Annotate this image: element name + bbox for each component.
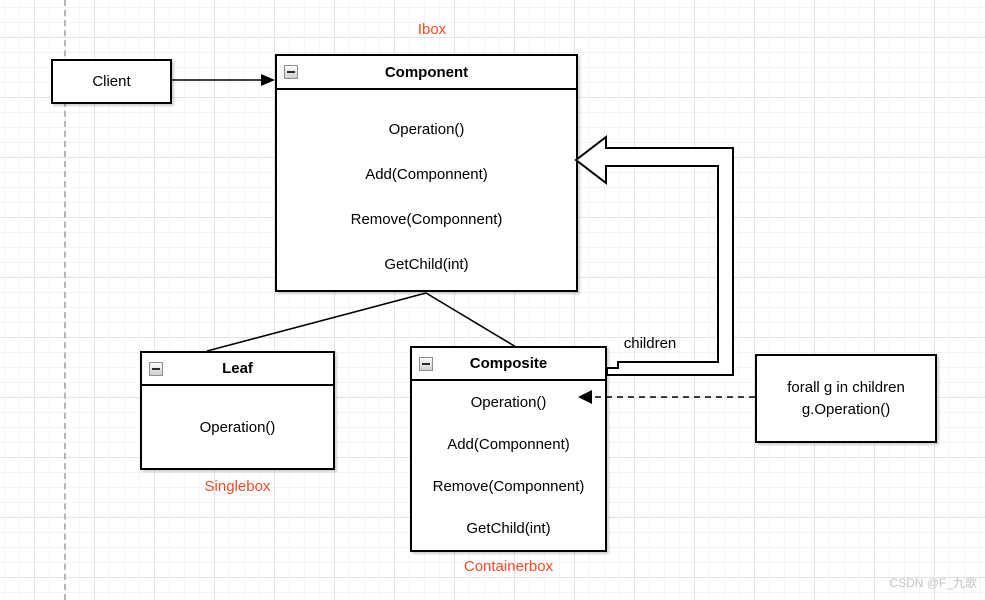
component-title: Component (384, 63, 469, 81)
label-containerbox: Containerbox (463, 558, 554, 575)
watermark-text: CSDN @F_九歌 (889, 576, 977, 590)
label-singlebox: Singlebox (204, 478, 271, 495)
label-children: children (623, 335, 677, 352)
component-to-leaf-connector (206, 292, 427, 352)
method-row: Remove(Componnent) (350, 211, 503, 228)
client-box[interactable]: Client (51, 59, 172, 104)
method-row: Add(Componnent) (365, 166, 488, 183)
composite-method-list: Operation() Add(Componnent) Remove(Compo… (412, 381, 605, 550)
method-row: Operation() (470, 393, 547, 411)
method-row: GetChild(int) (466, 520, 551, 538)
page-boundary-dashed-line (64, 0, 66, 600)
leaf-method-list: Operation() (142, 386, 333, 468)
composite-class-box[interactable]: Composite Operation() Add(Componnent) Re… (410, 346, 607, 552)
method-row: Remove(Componnent) (432, 478, 585, 496)
collapse-minus-icon[interactable] (419, 356, 433, 371)
note-box[interactable]: forall g in children g.Operation() (755, 354, 937, 443)
component-class-box[interactable]: Component Operation() Add(Componnent) Re… (275, 54, 578, 292)
method-row: Add(Componnent) (447, 435, 570, 453)
leaf-title: Leaf (222, 360, 253, 377)
method-row: GetChild(int) (384, 256, 469, 273)
note-line-1: forall g in children (787, 378, 905, 396)
minus-glyph (287, 71, 295, 73)
method-row: Operation() (388, 121, 465, 138)
component-to-composite-connector (425, 292, 517, 348)
component-title-bar: Component (277, 56, 576, 90)
minus-glyph (152, 367, 160, 370)
collapse-minus-icon[interactable] (149, 361, 163, 376)
minus-glyph (422, 362, 430, 365)
client-box-label: Client (92, 73, 131, 90)
leaf-title-bar: Leaf (142, 353, 333, 386)
leaf-class-box[interactable]: Leaf Operation() (140, 351, 335, 470)
collapse-minus-icon[interactable] (284, 65, 298, 79)
arrowhead-filled-icon (261, 74, 275, 86)
composite-title-bar: Composite (412, 348, 605, 381)
component-method-list: Operation() Add(Componnent) Remove(Compo… (277, 90, 576, 287)
label-ibox: Ibox (417, 21, 447, 38)
note-line-2: g.Operation() (801, 400, 891, 418)
method-row: Operation() (199, 418, 276, 436)
composite-title: Composite (469, 355, 548, 372)
